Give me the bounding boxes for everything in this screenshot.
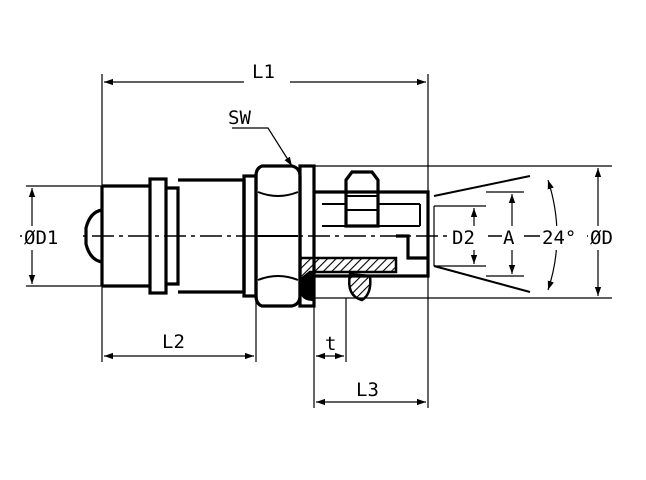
plug-nose: [84, 208, 103, 264]
sw-leader: [232, 127, 293, 167]
plug-groove: [166, 186, 180, 286]
label-angle: 24°: [542, 227, 576, 249]
label-D: ØD: [590, 227, 613, 249]
label-t: t: [325, 333, 336, 355]
dimension-labels: L1 L2 L3 t SW ØD1 D2 A 24° ØD: [22, 60, 634, 401]
hex-nut: [254, 164, 302, 308]
adapter-hex: [344, 170, 380, 228]
plug-body: [84, 174, 258, 298]
label-L2: L2: [162, 331, 185, 353]
label-L1: L1: [252, 61, 275, 83]
cone-upper-line: [433, 175, 531, 197]
plug-shaft: [100, 184, 150, 288]
label-SW: SW: [228, 107, 251, 129]
label-L3: L3: [356, 379, 379, 401]
cone-lower-line: [433, 265, 531, 293]
tube-cone: [427, 175, 531, 293]
seal-left: [298, 270, 313, 302]
cutting-ring-section: [298, 256, 398, 302]
sleeve-hatched: [298, 256, 398, 283]
extension-lines: [26, 74, 612, 408]
seal-ring: [348, 272, 372, 302]
label-A: A: [503, 227, 515, 249]
washer: [298, 164, 316, 308]
label-D1: ØD1: [24, 227, 58, 249]
plug-collar: [148, 177, 168, 295]
label-D2: D2: [452, 227, 475, 249]
